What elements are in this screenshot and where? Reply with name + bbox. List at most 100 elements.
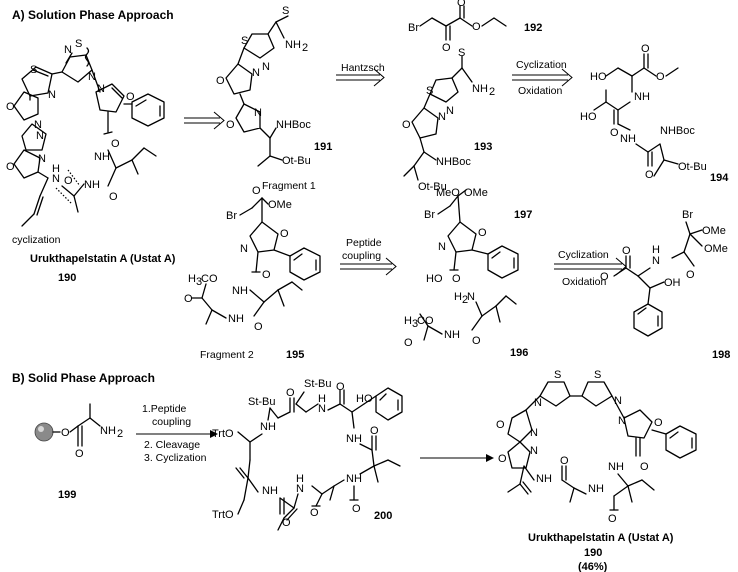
- compound-192-structure: Br O O O: [408, 0, 507, 54]
- atom-ho: HO: [580, 111, 597, 123]
- atom-nh: NH: [634, 91, 650, 103]
- atom-o: O: [262, 269, 271, 281]
- atom-nhboc: NHBoc: [660, 125, 695, 137]
- atom-o: O: [610, 127, 619, 139]
- atom-nh: NH: [588, 483, 604, 495]
- atom-br: Br: [424, 209, 435, 221]
- atom-nh: NH: [84, 179, 100, 191]
- atom-o: O: [560, 455, 569, 467]
- atom-s: S: [75, 38, 82, 50]
- atom-n: N: [614, 395, 622, 407]
- atom-o: O: [472, 21, 481, 33]
- atom-n: N: [252, 67, 260, 79]
- atom-o: O: [184, 293, 193, 305]
- atom-s: S: [282, 5, 289, 17]
- atom-o: O: [75, 448, 84, 460]
- atom-sub2: 2: [489, 86, 495, 98]
- atom-br: Br: [682, 209, 693, 221]
- cyclization-oxidation-arrow-top: Cyclization Oxidation: [512, 59, 573, 97]
- atom-n: N: [530, 445, 538, 457]
- atom-o: O: [310, 507, 319, 519]
- atom-s: S: [241, 35, 248, 47]
- atom-o: O: [654, 417, 663, 429]
- atom-n: N: [48, 89, 56, 101]
- compound-190-structure: S N N S N N O O NH O NH: [6, 38, 165, 246]
- atom-s: S: [426, 85, 433, 97]
- atom-n: N: [36, 130, 44, 142]
- atom-o: O: [111, 138, 120, 150]
- atom-nh: NH: [232, 285, 248, 297]
- atom-h: H: [652, 244, 660, 256]
- atom-h3co: H: [188, 273, 196, 285]
- compound-192-number: 192: [524, 22, 542, 34]
- atom-h: H: [318, 393, 326, 405]
- atom-h3co-end: CO: [201, 273, 218, 285]
- atom-o: O: [478, 227, 487, 239]
- atom-o: O: [370, 425, 379, 437]
- hantzsch-label: Hantzsch: [341, 62, 385, 74]
- atom-h2n-h: H: [454, 291, 462, 303]
- atom-nh: NH: [260, 421, 276, 433]
- compound-194-structure: HO O O NH O HO NH O NHBoc Ot-Bu: [580, 43, 707, 181]
- atom-nh: NH: [228, 313, 244, 325]
- compound-196-structure: H 2 N O NH H 3 CO O: [404, 291, 517, 349]
- retro-arrow-1: [184, 111, 225, 130]
- compound-196-number: 196: [510, 347, 528, 359]
- atom-nh: NH: [620, 133, 636, 145]
- atom-nh: NH: [444, 329, 460, 341]
- atom-n: N: [97, 83, 105, 95]
- atom-s: S: [30, 64, 37, 76]
- compound-194-number: 194: [710, 172, 729, 184]
- cyclization-label-mid: Cyclization: [558, 249, 609, 261]
- compound-190-name: Urukthapelstatin A (Ustat A): [30, 253, 176, 265]
- oxidation-label-top: Oxidation: [518, 85, 563, 97]
- atom-meo: MeO: [436, 187, 460, 199]
- coupling-label: coupling: [342, 250, 381, 262]
- atom-h: H: [52, 163, 60, 175]
- atom-nh: NH: [346, 473, 362, 485]
- atom-o: O: [252, 185, 261, 197]
- atom-o: O: [254, 321, 263, 333]
- peptide-label: Peptide: [346, 237, 382, 249]
- atom-s: S: [594, 369, 601, 381]
- atom-otbu: Ot-Bu: [678, 161, 707, 173]
- atom-o: O: [496, 419, 505, 431]
- atom-n: N: [262, 61, 270, 73]
- atom-nh: NH: [262, 485, 278, 497]
- atom-stbu: St-Bu: [304, 378, 332, 390]
- atom-n: N: [652, 255, 660, 267]
- atom-n: N: [88, 71, 96, 83]
- atom-n: N: [64, 44, 72, 56]
- atom-sub2: 2: [117, 428, 123, 440]
- atom-nh: NH: [346, 433, 362, 445]
- atom-stbu: St-Bu: [248, 396, 276, 408]
- atom-o: O: [64, 175, 73, 187]
- atom-o: O: [498, 453, 507, 465]
- atom-n: N: [530, 427, 538, 439]
- atom-nhboc: NHBoc: [276, 119, 311, 131]
- atom-nh: NH: [536, 473, 552, 485]
- atom-o: O: [404, 337, 413, 349]
- atom-o: O: [600, 271, 609, 283]
- fragment-1-label: Fragment 1: [262, 180, 316, 192]
- atom-oh: OH: [664, 277, 681, 289]
- yield-label: (46%): [578, 561, 608, 572]
- compound-198-structure: Br OMe OMe O N H O O OH: [600, 209, 728, 337]
- atom-n: N: [446, 105, 454, 117]
- atom-o: O: [61, 427, 70, 439]
- compound-191-number: 191: [314, 141, 332, 153]
- atom-o: O: [226, 119, 235, 131]
- atom-o: O: [472, 335, 481, 347]
- atom-br: Br: [408, 22, 419, 34]
- solid-phase-steps-arrow: 1.Peptide coupling 2. Cleavage 3. Cycliz…: [136, 403, 218, 464]
- atom-s: S: [554, 369, 561, 381]
- cyclization-label: cyclization: [12, 234, 61, 246]
- atom-n: N: [254, 107, 262, 119]
- compound-200-number: 200: [374, 510, 392, 522]
- atom-h: H: [296, 473, 304, 485]
- atom-o: O: [109, 191, 118, 203]
- atom-n: N: [34, 119, 42, 131]
- atom-nh: NH: [94, 151, 110, 163]
- atom-ho: HO: [590, 71, 607, 83]
- hantzsch-arrow: Hantzsch: [336, 62, 385, 87]
